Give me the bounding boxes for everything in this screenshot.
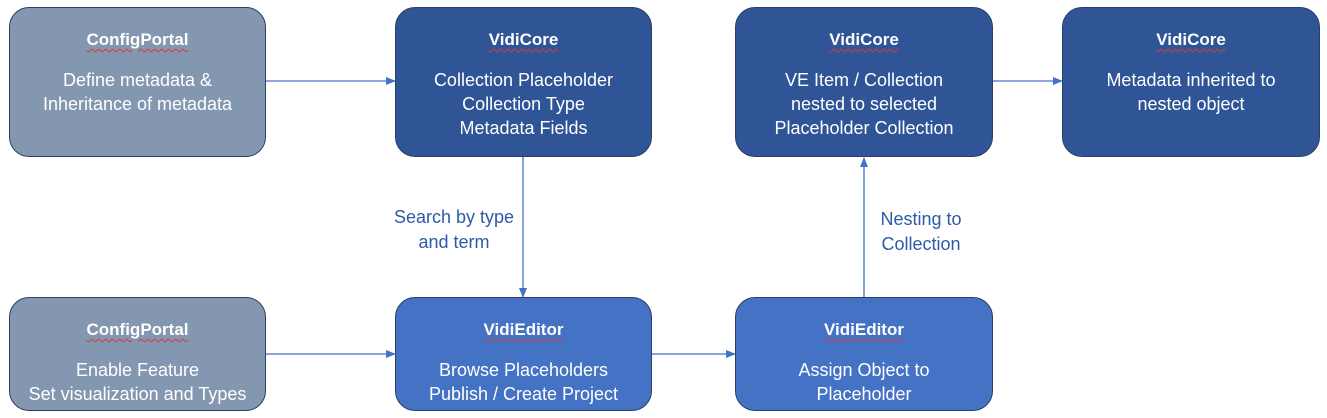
node-line: nested to selected [790, 94, 938, 114]
node-body: Collection Placeholder Collection Type M… [434, 68, 613, 140]
node-line: Collection Placeholder [433, 70, 614, 90]
node-body: Assign Object to Placeholder [798, 358, 929, 406]
node-line: Inheritance of metadata [42, 94, 233, 114]
node-title: VidiEditor [824, 320, 904, 339]
node-line: Placeholder [816, 384, 912, 404]
edge-label-search: Search by type and term [384, 205, 524, 255]
node-config-portal-bottom: ConfigPortal Enable Feature Set visualiz… [9, 297, 266, 411]
node-line: Assign Object to [798, 360, 930, 380]
node-vidicore-inherited: VidiCore Metadata inherited to nested ob… [1062, 7, 1320, 157]
node-body: Metadata inherited to nested object [1106, 68, 1275, 116]
edge-label-line: Nesting to [880, 209, 962, 229]
node-vidieditor-assign: VidiEditor Assign Object to Placeholder [735, 297, 993, 411]
node-vidicore-placeholder: VidiCore Collection Placeholder Collecti… [395, 7, 652, 157]
node-line: Browse Placeholders [438, 360, 609, 380]
edge-label-line: Search by type [393, 207, 515, 227]
node-line: Enable Feature [75, 360, 200, 380]
node-vidieditor-browse: VidiEditor Browse Placeholders Publish /… [395, 297, 652, 411]
node-title: ConfigPortal [86, 30, 189, 49]
node-line: Set visualization and Types [28, 384, 247, 404]
node-line: Publish / Create Project [428, 384, 619, 404]
node-line: Placeholder Collection [774, 118, 954, 138]
node-body: Define metadata & Inheritance of metadat… [43, 68, 232, 116]
node-body: Enable Feature Set visualization and Typ… [29, 358, 247, 406]
node-line: Metadata inherited to [1106, 70, 1276, 90]
edge-label-nesting: Nesting to Collection [866, 207, 976, 257]
node-line: nested object [1137, 94, 1245, 114]
node-line: Metadata Fields [459, 118, 588, 138]
node-body: Browse Placeholders Publish / Create Pro… [429, 358, 618, 406]
node-title: ConfigPortal [86, 320, 189, 339]
node-title: VidiCore [488, 30, 559, 49]
node-title: VidiCore [829, 30, 899, 49]
node-title: VidiCore [1156, 30, 1226, 49]
node-title: VidiEditor [483, 320, 564, 339]
edge-label-line: and term [418, 232, 490, 252]
node-line: Collection Type [462, 94, 585, 114]
node-body: VE Item / Collection nested to selected … [774, 68, 953, 140]
node-config-portal-top: ConfigPortal Define metadata & Inheritan… [9, 7, 266, 157]
node-line: Define metadata & [62, 70, 213, 90]
node-line: VE Item / Collection [784, 70, 944, 90]
edge-label-line: Collection [881, 234, 961, 254]
node-vidicore-nested: VidiCore VE Item / Collection nested to … [735, 7, 993, 157]
